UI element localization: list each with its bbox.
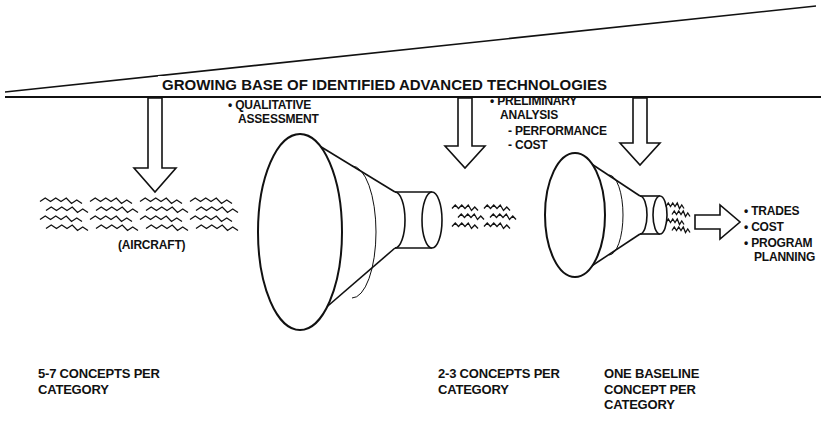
concept-mark bbox=[666, 203, 684, 209]
concept-mark bbox=[90, 198, 132, 204]
band-edge bbox=[5, 96, 821, 98]
input-arrow bbox=[134, 98, 176, 192]
concept-mark bbox=[196, 207, 238, 213]
concept-mark bbox=[96, 225, 138, 231]
concept-mark bbox=[484, 205, 510, 211]
text-label: • QUALITATIVE ASSESSMENT bbox=[228, 98, 350, 127]
concept-mark bbox=[196, 225, 238, 231]
funnel bbox=[258, 134, 442, 330]
concept-mark bbox=[146, 207, 188, 213]
concept-mark bbox=[452, 223, 478, 229]
text-label: • PROGRAM PLANNING bbox=[744, 236, 821, 265]
concept-mark bbox=[40, 198, 82, 204]
text-label: 2-3 CONCEPTS PER CATEGORY bbox=[438, 366, 564, 397]
concept-mark bbox=[490, 214, 516, 220]
concept-mark bbox=[484, 223, 510, 229]
concept-mark bbox=[46, 225, 88, 231]
concept-mark bbox=[96, 207, 138, 213]
concept-mark bbox=[46, 207, 88, 213]
concept-mark bbox=[672, 227, 690, 233]
concept-mark bbox=[90, 216, 132, 222]
input-arrow bbox=[445, 98, 485, 168]
text-label: • TRADES bbox=[744, 204, 821, 218]
output-arrow bbox=[695, 205, 740, 239]
text-label: ONE BASELINE CONCEPT PER CATEGORY bbox=[604, 366, 722, 413]
concept-mark bbox=[666, 219, 684, 225]
concept-mark bbox=[146, 225, 188, 231]
concept-mark bbox=[140, 216, 182, 222]
text-label: • COST bbox=[744, 220, 821, 234]
concept-mark bbox=[672, 211, 690, 217]
concept-mark bbox=[190, 216, 232, 222]
text-label: (AIRCRAFT) bbox=[118, 238, 218, 252]
text-label: 5-7 CONCEPTS PER CATEGORY bbox=[38, 366, 164, 397]
funnel bbox=[545, 153, 667, 277]
band-title: GROWING BASE OF IDENTIFIED ADVANCED TECH… bbox=[158, 76, 611, 93]
concept-mark bbox=[452, 205, 478, 211]
concept-mark bbox=[40, 216, 82, 222]
concept-marks bbox=[40, 198, 690, 233]
input-arrow bbox=[620, 98, 660, 165]
concept-mark bbox=[190, 198, 232, 204]
concept-mark bbox=[140, 198, 182, 204]
concept-mark bbox=[458, 214, 484, 220]
band-edge bbox=[5, 6, 816, 92]
text-label: • PRELIMINARY ANALYSIS bbox=[490, 94, 608, 123]
text-label: - PERFORMANCE bbox=[508, 124, 618, 138]
text-label: - COST bbox=[508, 138, 568, 152]
